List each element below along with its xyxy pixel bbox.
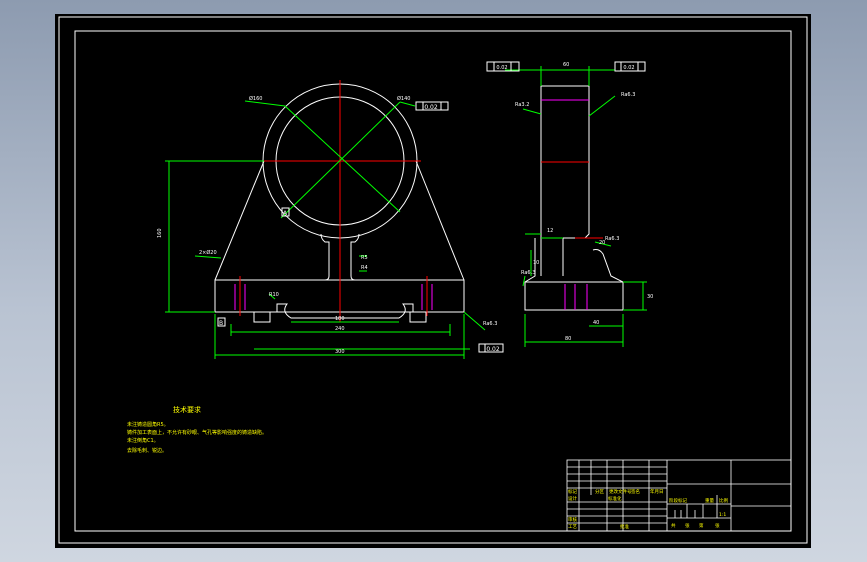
title-block-text: 标记 分区 更改文件号 签名 年月日 设计 标准化 阶段标记 重量 比例 1:1… [568, 488, 728, 530]
side-top-block [540, 85, 590, 163]
svg-text:更改文件号: 更改文件号 [609, 488, 632, 495]
cad-viewport[interactable]: 0.02 0.02 A B Ø160 Ø140 160 180 240 300 … [55, 14, 811, 548]
svg-text:R4: R4 [361, 265, 368, 271]
svg-text:张: 张 [685, 522, 690, 529]
side-view [524, 85, 624, 311]
svg-text:12: 12 [547, 228, 553, 234]
svg-text:0.02: 0.02 [623, 65, 634, 71]
svg-text:40: 40 [593, 320, 599, 326]
svg-text:Ø160: Ø160 [249, 95, 262, 102]
hidden-holes [234, 284, 433, 310]
svg-text:2×Ø20: 2×Ø20 [199, 249, 217, 256]
svg-text:Ra6.3: Ra6.3 [605, 236, 619, 242]
note-line-4: 去除毛刺、锐边。 [127, 447, 167, 454]
note-line-3: 未注倒角C1。 [127, 437, 159, 444]
svg-text:年月日: 年月日 [650, 488, 664, 495]
svg-text:工艺: 工艺 [568, 524, 577, 530]
svg-text:Ra3.2: Ra3.2 [515, 102, 529, 108]
svg-text:R10: R10 [269, 292, 279, 298]
side-hidden [541, 99, 589, 310]
svg-text:设计: 设计 [568, 495, 577, 502]
svg-text:Ra6.3: Ra6.3 [483, 321, 497, 327]
notes-title: 技术要求 [173, 405, 201, 414]
svg-text:Ra6.3: Ra6.3 [621, 92, 635, 98]
right-side-line [415, 160, 465, 281]
svg-text:180: 180 [335, 316, 345, 322]
svg-text:0.02: 0.02 [496, 65, 507, 71]
svg-text:批准: 批准 [620, 523, 629, 530]
svg-text:20: 20 [599, 240, 605, 246]
inner-frame [74, 30, 792, 532]
svg-text:第: 第 [699, 522, 704, 529]
side-center [541, 161, 603, 239]
side-labels: 60 80 40 30 12 10 20 Ra3.2 Ra6.3 Ra6.3 R… [515, 62, 653, 342]
svg-text:标准化: 标准化 [608, 495, 622, 502]
front-labels: Ø160 Ø140 160 180 240 300 2×Ø20 R5 R4 R1… [157, 95, 497, 355]
svg-text:标记: 标记 [568, 488, 577, 495]
svg-text:30: 30 [647, 294, 653, 300]
svg-text:0.02: 0.02 [486, 346, 500, 353]
svg-text:签名: 签名 [631, 488, 640, 495]
svg-text:0.02: 0.02 [424, 104, 438, 111]
svg-text:60: 60 [563, 62, 569, 68]
svg-text:重量: 重量 [705, 497, 714, 504]
svg-text:160: 160 [157, 228, 163, 238]
svg-text:80: 80 [565, 336, 571, 342]
tol-frame-front: 0.02 0.02 A B [217, 101, 504, 353]
center-lines [239, 80, 428, 322]
svg-text:10: 10 [533, 260, 539, 266]
svg-text:A: A [283, 210, 288, 217]
svg-text:B: B [219, 320, 223, 327]
svg-text:Ø140: Ø140 [397, 95, 410, 102]
base-slot [276, 303, 414, 319]
svg-text:240: 240 [335, 326, 345, 332]
note-line-2: 铸件加工表面上，不允许有砂眼、气孔等影响强度的铸造缺陷。 [127, 429, 267, 436]
side-tol-frames: 0.02 0.02 [486, 61, 646, 72]
svg-text:张: 张 [715, 522, 720, 529]
front-dimensions [165, 100, 486, 359]
svg-text:分区: 分区 [595, 488, 604, 495]
left-side-line [214, 160, 265, 281]
svg-text:阶段标记: 阶段标记 [669, 497, 687, 504]
title-block [566, 459, 792, 532]
svg-text:共: 共 [671, 522, 676, 529]
svg-text:审核: 审核 [568, 516, 577, 523]
svg-text:300: 300 [335, 349, 345, 355]
drawing-canvas: 0.02 0.02 A B Ø160 Ø140 160 180 240 300 … [58, 16, 808, 544]
web [320, 233, 360, 281]
svg-text:Ra6.3: Ra6.3 [521, 270, 535, 276]
note-line-1: 未注铸造圆角R5。 [127, 421, 169, 428]
svg-text:比例: 比例 [719, 497, 728, 504]
svg-text:R5: R5 [361, 255, 368, 261]
side-base [524, 238, 624, 311]
technical-notes: 技术要求 未注铸造圆角R5。 铸件加工表面上，不允许有砂眼、气孔等影响强度的铸造… [127, 405, 267, 454]
svg-text:1:1: 1:1 [719, 512, 726, 518]
outer-frame [58, 16, 808, 544]
side-dimensions [505, 66, 647, 347]
